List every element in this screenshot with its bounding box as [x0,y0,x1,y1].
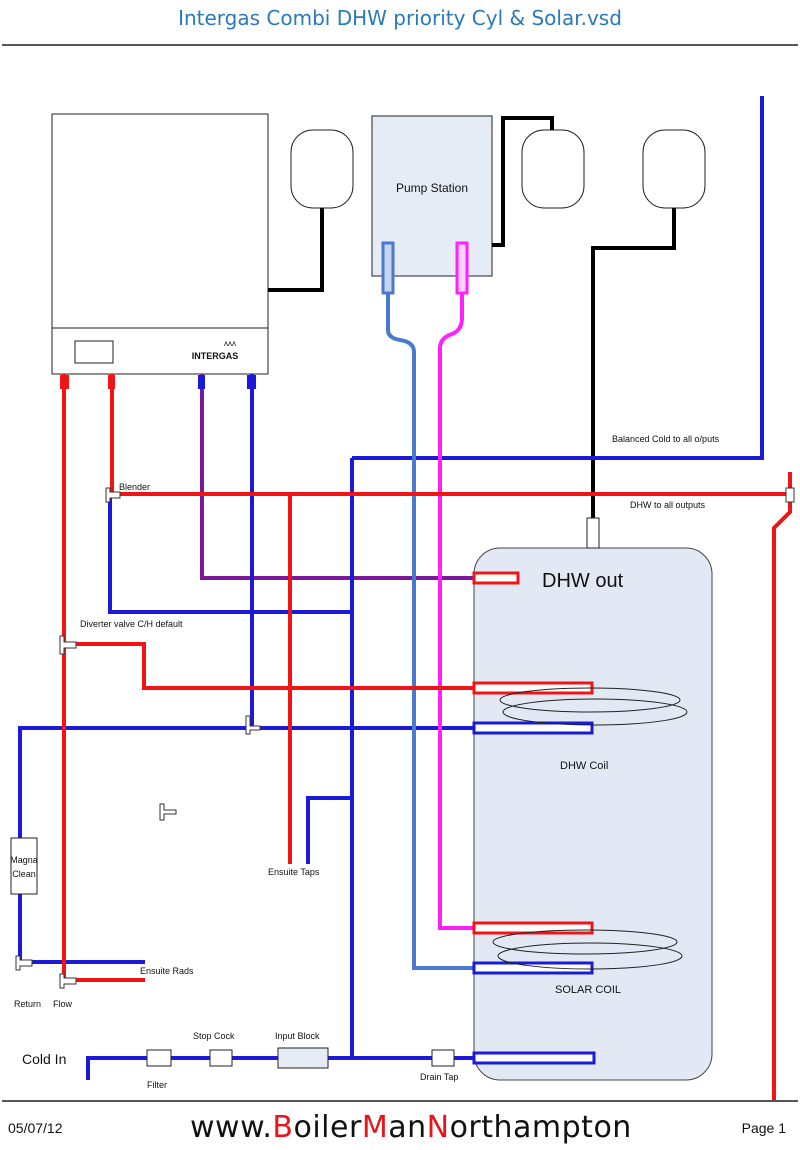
expansion-pipes [268,116,676,518]
blender-tee [105,487,121,503]
cold-feed-stub [472,1051,596,1065]
hot-outlet-tee [785,487,795,503]
dhw-all-label: DHW to all outputs [630,500,706,510]
expansion-vessel-heating [290,129,354,209]
filter-label: Filter [147,1080,167,1090]
drain-tap [431,1049,455,1067]
hot-water-cylinder [473,547,713,1081]
expansion-vessel-dhw [642,129,706,209]
magna-label: Magna [10,855,38,865]
url-letter-m: M [361,1110,389,1145]
blender-label: Blender [119,482,150,492]
filter [146,1049,172,1067]
boiler-brand: INTERGAS [192,351,239,361]
boiler-flame-icon: ʌʌʌ [224,339,236,348]
boiler-cold-connector [247,375,256,389]
url-part-orthampton: orthampton [449,1110,632,1145]
pump-station-label: Pump Station [396,181,468,195]
input-block-label: Input Block [275,1031,320,1041]
dhw-coil-loop-2 [502,698,688,726]
return-label: Return [14,999,41,1009]
input-block [277,1047,329,1069]
return-tee [15,955,33,971]
stop-cock [209,1049,233,1067]
url-letter-b: B [272,1110,294,1145]
dhw-coil-loop-1 [499,687,681,713]
balanced-cold-label: Balanced Cold to all o/puts [612,434,720,444]
tee-fittings [15,487,795,989]
cold-in-label: Cold In [22,1051,66,1067]
spare-tee [159,803,177,821]
boiler-return-connector [198,375,205,389]
cylinder-top-outlet [586,517,600,549]
diverter-label: Diverter valve C/H default [80,619,183,629]
boiler-flow-connector [60,375,69,389]
dhw-out-stub [472,571,520,585]
stop-cock-label: Stop Cock [193,1031,235,1041]
cold-tee [245,715,261,735]
solar-flow-pipe [438,290,474,930]
footer-rule [2,1100,798,1102]
solar-return-connector [381,241,395,295]
url-part-an: an [388,1110,427,1145]
ensuite-rads-label: Ensuite Rads [140,966,194,976]
url-prefix: www. [190,1110,273,1145]
solar-coil-loop-2 [497,942,683,970]
boiler-dhw-connector [108,375,115,389]
flow-tee [59,973,77,989]
solar-flow-connector [455,241,469,295]
flow-label: Flow [53,999,73,1009]
boiler-display [74,340,114,364]
clean-label: Clean [12,869,36,879]
footer-date: 05/07/12 [8,1120,63,1136]
expansion-vessel-solar [521,129,585,209]
dhw-coil-label: DHW Coil [560,760,608,772]
solar-coil-flow-stub [472,921,594,935]
solar-coil-loop-1 [492,929,678,955]
purple-pipe [200,374,474,580]
solar-coil-label: SOLAR COIL [555,984,621,996]
ensuite-taps-label: Ensuite Taps [268,867,320,877]
drain-tap-label: Drain Tap [420,1072,458,1082]
dhw-out-label: DHW out [542,570,624,592]
footer-page-number: Page 1 [741,1120,786,1136]
url-letter-n: N [426,1110,450,1145]
combi-boiler: ʌʌʌ INTERGAS [51,113,269,375]
dhw-coil-return-stub [472,721,594,735]
footer-url: www.BoilerManNorthampton [190,1110,632,1145]
solar-coil-return-stub [472,961,594,975]
magna-clean [10,837,38,895]
solar-return-pipe [386,290,474,970]
diverter-tee [59,635,77,655]
page-title: Intergas Combi DHW priority Cyl & Solar.… [178,6,622,30]
header-rule [2,44,798,46]
url-part-oiler: oiler [293,1110,362,1145]
